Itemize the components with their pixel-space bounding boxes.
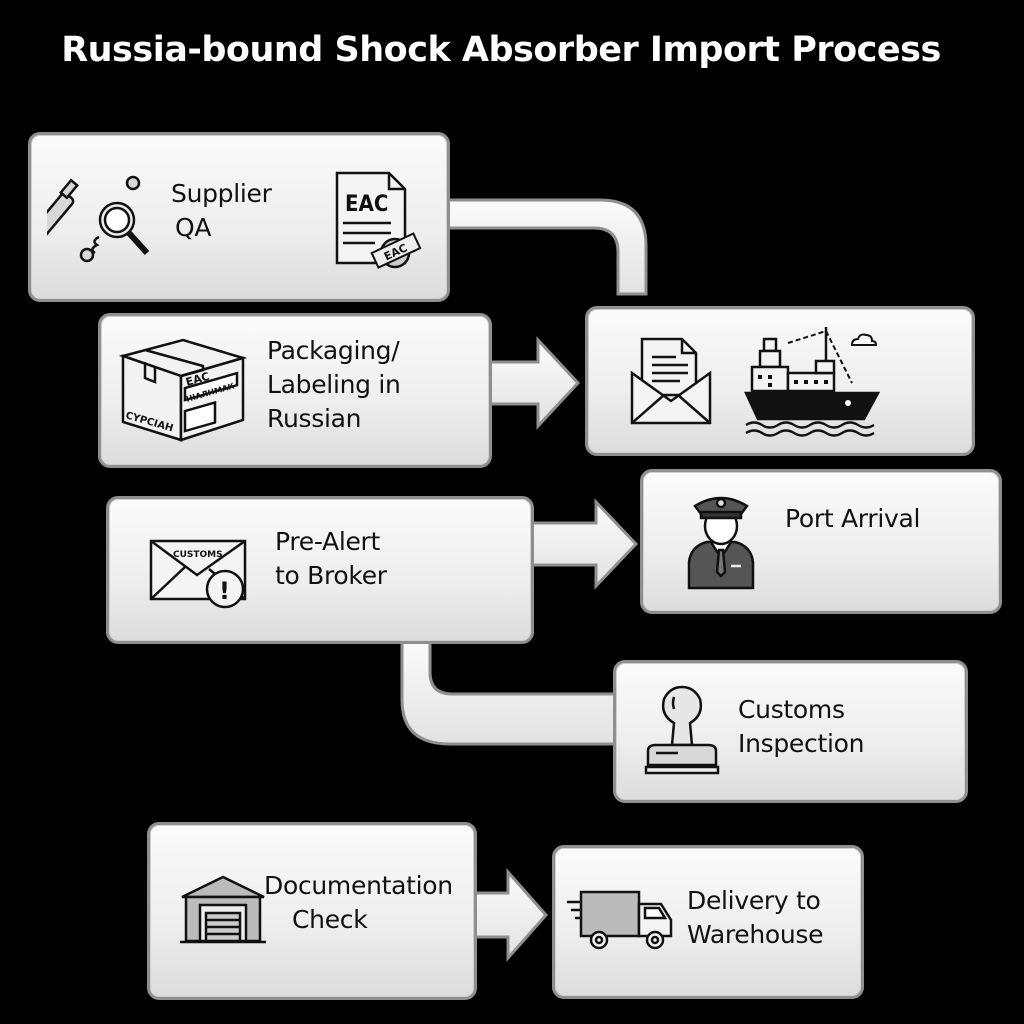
delivery-truck-icon: [565, 888, 677, 954]
label-line: Packaging/: [267, 336, 400, 365]
step-label: Pre-Alert to Broker: [275, 525, 387, 593]
label-line: to Broker: [275, 561, 387, 590]
arrow-documentation-to-delivery: [468, 868, 549, 962]
connector-supplier-to-shipping: [438, 198, 648, 296]
stamp-icon: [642, 685, 722, 777]
step-label: Documentation Check: [264, 869, 453, 937]
label-line: Documentation: [264, 871, 453, 900]
eac-doc-text: EAC: [345, 192, 388, 217]
step-documentation-check: Documentation Check: [147, 822, 477, 1000]
step-delivery: Delivery to Warehouse: [552, 845, 864, 999]
warehouse-icon: [180, 875, 266, 945]
alert-mark-text: !: [219, 577, 230, 605]
step-label: Packaging/ Labeling in Russian: [267, 334, 401, 436]
shock-absorber-magnifier-icon: [47, 175, 157, 265]
connector-prealert-to-customs: [400, 638, 622, 746]
label-line: Supplier: [171, 179, 272, 208]
step-pre-alert: CUSTOMS ! Pre-Alert to Broker: [106, 496, 534, 644]
envelope-document-icon: [630, 335, 712, 427]
label-line: QA: [175, 213, 212, 242]
label-line: Inspection: [738, 729, 865, 758]
label-line: Delivery to: [687, 886, 821, 915]
step-customs-inspection: Customs Inspection: [613, 660, 968, 803]
box-eac-text: EAC: [184, 370, 211, 389]
label-line: Pre-Alert: [275, 527, 381, 556]
diagram-title: Russia-bound Shock Absorber Import Proce…: [61, 30, 941, 70]
label-line: Russian: [267, 404, 362, 433]
step-label: Supplier QA: [171, 177, 272, 245]
arrow-packaging-to-shipping: [486, 336, 581, 430]
labeled-box-icon: EAC НІАЛНМАК CYPCIAH: [119, 336, 247, 444]
step-label: Port Arrival: [785, 502, 920, 536]
label-line: Warehouse: [687, 920, 824, 949]
label-line: Port Arrival: [785, 504, 921, 533]
envelope-customs-text: CUSTOMS: [173, 550, 223, 560]
step-supplier-qa: Supplier QA EAC EAC: [28, 132, 450, 302]
arrow-prealert-to-port: [526, 498, 639, 590]
step-label: Customs Inspection: [738, 693, 864, 761]
step-shipping: [585, 306, 975, 456]
label-line: Labeling in: [267, 370, 401, 399]
eac-certificate-icon: EAC EAC: [333, 171, 429, 271]
officer-icon: [683, 490, 759, 590]
step-port-arrival: Port Arrival: [640, 469, 1002, 614]
label-line: Customs: [738, 695, 845, 724]
cargo-ship-icon: [744, 325, 882, 437]
customs-envelope-alert-icon: CUSTOMS !: [149, 539, 249, 611]
label-line: Check: [292, 905, 368, 934]
step-packaging-labeling: EAC НІАЛНМАК CYPCIAH Packaging/ Labeling…: [98, 313, 492, 468]
step-label: Delivery to Warehouse: [687, 884, 824, 952]
